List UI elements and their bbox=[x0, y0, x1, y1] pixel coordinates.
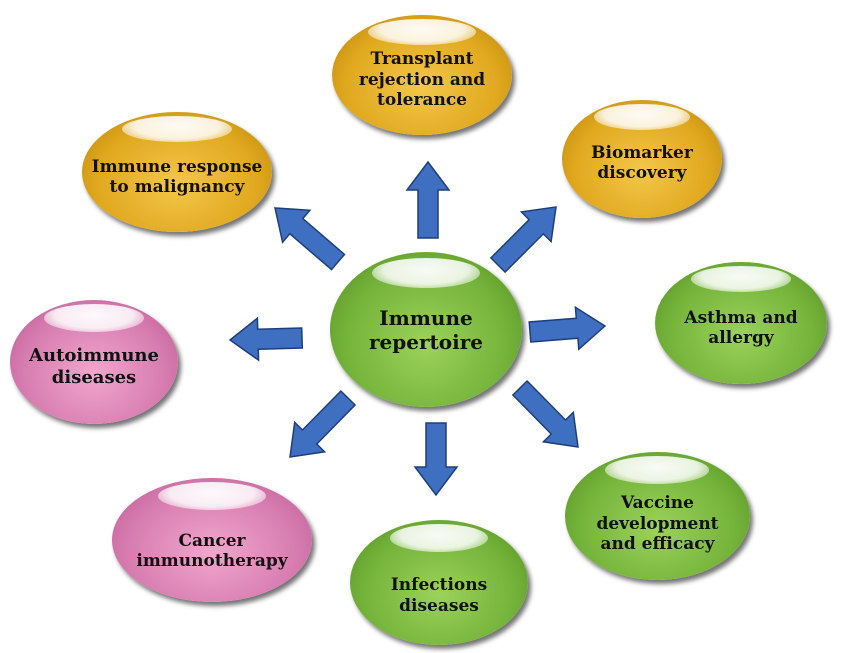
cancer-line-1: Cancer bbox=[178, 530, 246, 551]
node-cancer: Cancer immunotherapy bbox=[112, 478, 312, 602]
autoimmune-gloss bbox=[44, 304, 144, 332]
malignancy-line-1: Immune response bbox=[91, 156, 263, 177]
node-asthma: Asthma and allergy bbox=[655, 262, 827, 384]
node-malignancy: Immune response to malignancy bbox=[82, 112, 272, 232]
arrow-to-biomarker bbox=[489, 206, 557, 274]
center-label: Immune repertoire bbox=[369, 306, 483, 354]
arrow-to-vaccine bbox=[511, 379, 579, 448]
autoimmune-line-1: Autoimmune bbox=[29, 345, 159, 367]
asthma-line-1: Asthma and bbox=[684, 307, 798, 328]
arrow-to-transplant bbox=[405, 160, 451, 239]
node-transplant: Transplant rejection and tolerance bbox=[332, 15, 512, 135]
center-line-1: Immune bbox=[379, 305, 473, 330]
node-autoimmune: Autoimmune diseases bbox=[10, 300, 178, 424]
biomarker-gloss bbox=[594, 104, 690, 130]
cancer-gloss bbox=[158, 482, 266, 510]
biomarker-line-2: discovery bbox=[597, 163, 687, 183]
transplant-line-1: Transplant bbox=[370, 49, 474, 70]
center-node-immune-repertoire: Immune repertoire bbox=[330, 252, 522, 407]
infections-line-1: Infections bbox=[390, 575, 488, 596]
asthma-gloss bbox=[691, 266, 791, 292]
biomarker-line-1: Biomarker bbox=[591, 142, 693, 163]
transplant-gloss bbox=[368, 19, 476, 45]
node-biomarker: Biomarker discovery bbox=[562, 100, 722, 218]
arrow-to-cancer bbox=[289, 389, 357, 458]
malignancy-label: Immune response to malignancy bbox=[92, 147, 263, 198]
autoimmune-line-2: diseases bbox=[51, 367, 137, 388]
arrow-to-autoimmune bbox=[228, 316, 304, 362]
autoimmune-label: Autoimmune diseases bbox=[29, 335, 159, 388]
transplant-label: Transplant rejection and tolerance bbox=[359, 39, 485, 110]
asthma-line-2: allergy bbox=[708, 328, 774, 348]
infections-gloss bbox=[390, 524, 488, 552]
arrow-to-malignancy bbox=[274, 207, 346, 271]
cancer-line-2: immunotherapy bbox=[136, 551, 288, 571]
transplant-line-3: tolerance bbox=[377, 90, 467, 111]
vaccine-line-1: Vaccine bbox=[621, 493, 694, 514]
node-vaccine: Vaccine development and efficacy bbox=[565, 452, 750, 580]
malignancy-gloss bbox=[122, 116, 232, 142]
malignancy-line-2: to malignancy bbox=[109, 177, 245, 197]
vaccine-label: Vaccine development and efficacy bbox=[596, 477, 718, 554]
biomarker-label: Biomarker discovery bbox=[591, 135, 693, 184]
center-gloss bbox=[372, 258, 480, 288]
asthma-label: Asthma and allergy bbox=[684, 298, 797, 349]
arrow-to-asthma bbox=[528, 305, 607, 351]
transplant-line-2: rejection and bbox=[358, 69, 486, 90]
cancer-label: Cancer immunotherapy bbox=[136, 509, 287, 572]
arrow-to-infections bbox=[413, 422, 459, 497]
vaccine-line-2: development bbox=[596, 513, 719, 534]
node-infections: Infections diseases bbox=[350, 520, 528, 645]
vaccine-gloss bbox=[605, 456, 709, 484]
infections-line-2: diseases bbox=[399, 595, 479, 616]
vaccine-line-3: and efficacy bbox=[600, 534, 715, 555]
center-line-2: repertoire bbox=[369, 329, 483, 354]
infections-label: Infections diseases bbox=[391, 549, 487, 616]
